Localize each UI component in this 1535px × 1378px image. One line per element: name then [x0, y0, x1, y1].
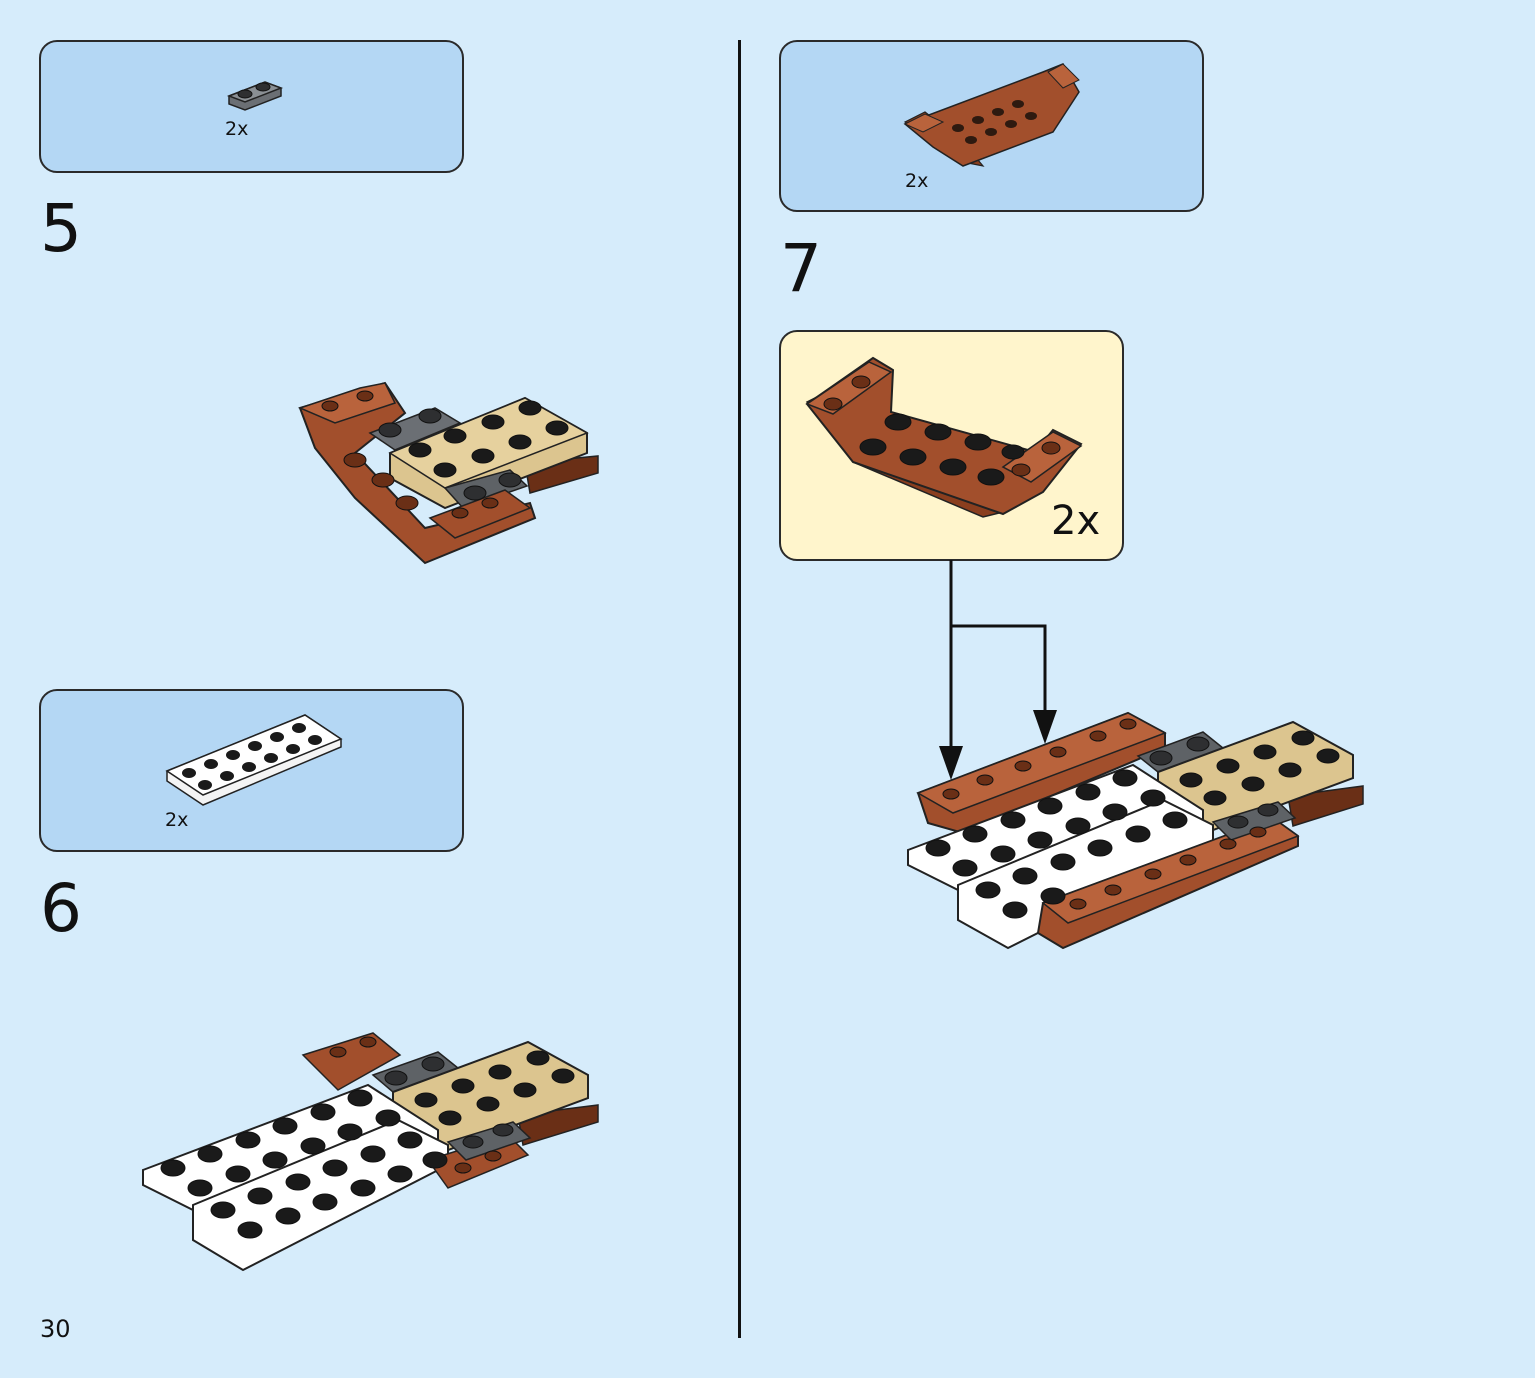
step-7-parts-box: 2x	[779, 40, 1204, 212]
step-6-part-qty: 2x	[165, 809, 189, 831]
step-7-number: 7	[780, 230, 822, 307]
step-6-model-illustration	[142, 1032, 599, 1272]
step-7-callout: 2x	[779, 330, 1124, 561]
step-5-model-illustration	[297, 381, 599, 565]
column-divider	[738, 40, 741, 1338]
step-6-parts-box: 2x	[39, 689, 464, 852]
step-5-part-qty: 2x	[225, 118, 249, 140]
step-7-part-qty: 2x	[905, 170, 929, 192]
step-6-number: 6	[40, 870, 82, 947]
step-5-number: 5	[40, 190, 82, 267]
inverted-double-slope-large-icon	[805, 356, 1083, 518]
inverted-double-slope-icon	[903, 63, 1080, 167]
step-7-callout-qty: 2x	[1051, 498, 1101, 544]
grey-rounded-plate-icon	[226, 81, 284, 111]
placement-arrows	[939, 560, 1057, 780]
step-7-model-illustration	[907, 711, 1364, 950]
step-5-parts-box: 2x	[39, 40, 464, 173]
page-number: 30	[40, 1315, 71, 1343]
white-plate-icon	[165, 714, 343, 806]
